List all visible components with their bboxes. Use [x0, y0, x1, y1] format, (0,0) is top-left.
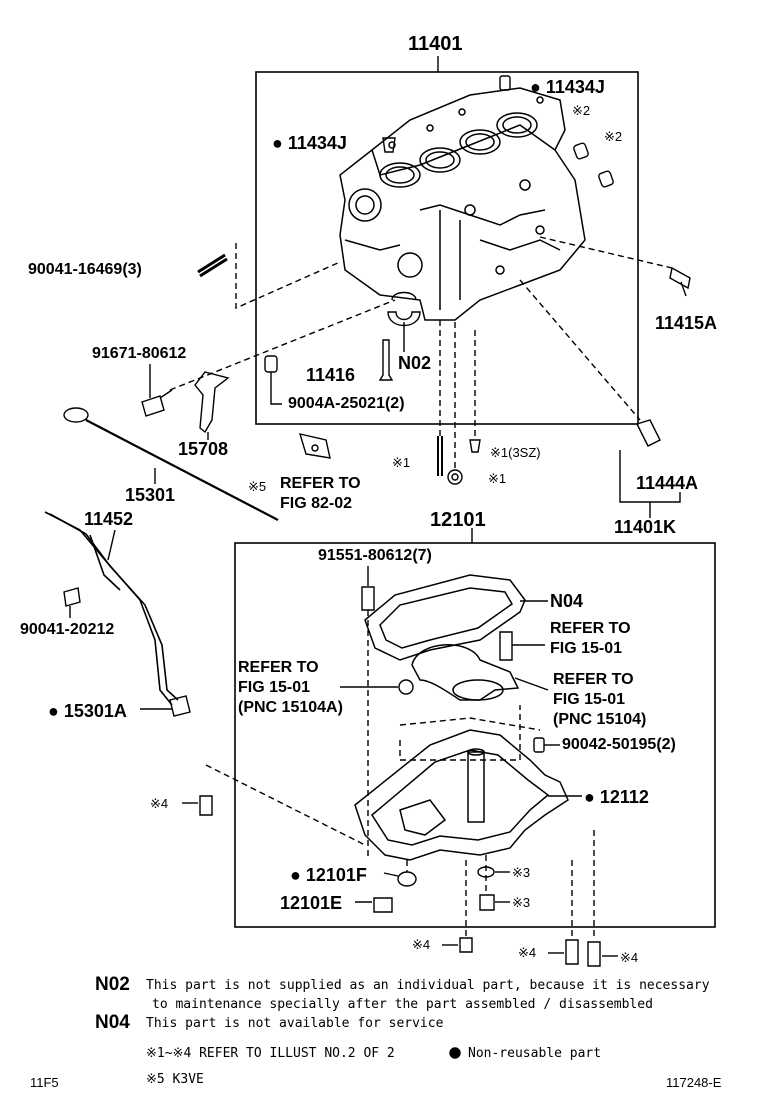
bolt-mark4-bottom: [459, 937, 473, 953]
footer-right-code: 117248-E: [666, 1075, 722, 1090]
label-refer-a-1: REFER TO: [550, 620, 631, 637]
non-reusable-bullet-icon: [449, 1047, 461, 1059]
plug-12101e: [373, 897, 393, 913]
label-bolt-91551: 91551-80612(7): [318, 547, 432, 564]
label-mark3-b: ※3: [512, 895, 531, 910]
footer-left-code: 11F5: [30, 1075, 59, 1090]
stud-mark1: [437, 436, 443, 476]
bolt-refer-a: [499, 631, 513, 661]
label-dipstick: 15301: [125, 485, 176, 505]
label-n02: N02: [398, 353, 432, 373]
sensor-part: [669, 266, 691, 290]
label-refer-b-2: FIG 15-01: [238, 679, 311, 696]
label-refer-82-2: FIG 82-02: [280, 495, 353, 512]
note-n02-code: N02: [95, 974, 130, 995]
bracket-82: [298, 433, 331, 459]
label-refer-c-1: REFER TO: [553, 671, 634, 688]
bolt-91551: [361, 586, 375, 611]
label-mark4-left: ※4: [150, 796, 169, 811]
label-bolt-91671: 91671-80612: [92, 345, 187, 362]
label-plug-top: ● 11434J: [530, 77, 605, 97]
oil-pan: [354, 729, 569, 861]
label-mark4-c: ※4: [518, 945, 537, 960]
label-stud: 90041-16469(3): [28, 261, 142, 278]
label-pin-9004a: 9004A-25021(2): [288, 395, 405, 412]
label-main-block: 11401: [408, 33, 463, 55]
oring-15301a: [169, 695, 191, 717]
label-gasket: ● 12112: [584, 787, 649, 807]
bearing-caps: [387, 311, 421, 327]
bolt-90041-20212: [63, 587, 81, 607]
label-drain-gasket: ● 12101F: [290, 865, 367, 885]
label-refer-c-2: FIG 15-01: [553, 691, 626, 708]
label-mark1-b: ※1: [488, 471, 507, 486]
label-mark4-d: ※4: [620, 950, 639, 965]
label-bolt-11416: 11416: [306, 365, 356, 385]
label-kit: 11401K: [614, 517, 677, 537]
pin-90042: [533, 737, 545, 753]
label-mark5: ※5: [248, 479, 267, 494]
stud-part: [197, 253, 228, 278]
note-n04-line1: This part is not available for service: [146, 1016, 444, 1031]
label-mark3-a: ※3: [512, 865, 531, 880]
label-mark2-a: ※2: [572, 103, 591, 118]
bolt-91671: [141, 389, 173, 417]
label-plug-left: ● 11434J: [272, 133, 347, 153]
label-bracket: 15708: [178, 439, 229, 459]
label-mark1-3sz: ※1(3SZ): [490, 445, 541, 460]
note-n02-line1: This part is not supplied as an individu…: [146, 978, 710, 993]
note-n02-line2: to maintenance specially after the part …: [152, 997, 653, 1012]
label-valve: 11444A: [636, 473, 699, 493]
dipstick-15301: [63, 407, 279, 521]
label-pin-90042: 90042-50195(2): [562, 736, 676, 753]
cylinder-block: [339, 87, 586, 321]
label-refer-b-3: (PNC 15104A): [238, 699, 343, 716]
gasket-12101f: [397, 871, 417, 887]
label-refer-82-1: REFER TO: [280, 475, 361, 492]
block-group-box: [255, 71, 639, 425]
bolt-11416: [378, 339, 394, 381]
bolt-mark4-d: [587, 941, 601, 967]
oring-refer-b: [398, 679, 414, 695]
valve-11444a: [636, 419, 661, 447]
oil-strainer: [411, 644, 520, 701]
label-n04: N04: [550, 591, 584, 611]
pan-group-box: [234, 542, 716, 928]
bolt-mark4-c: [565, 939, 579, 965]
label-mark4-bottom: ※4: [412, 937, 431, 952]
bolt-mark4-left: [199, 795, 213, 816]
label-refer-a-2: FIG 15-01: [550, 640, 623, 657]
note-non-reusable: Non-reusable part: [468, 1046, 602, 1061]
label-sensor: 11415A: [655, 313, 718, 333]
note-k3ve: ※5 K3VE: [146, 1072, 204, 1087]
label-pan-group: 12101: [430, 509, 486, 531]
plug-parts: [382, 75, 614, 188]
baffle-plate: [364, 574, 526, 661]
label-mark1-left: ※1: [392, 455, 411, 470]
label-drain-plug: 12101E: [280, 893, 343, 913]
note-n04-code: N04: [95, 1012, 130, 1033]
plug-mark3: [479, 894, 495, 911]
pin-9004a: [264, 355, 278, 373]
label-guide: 11452: [84, 509, 134, 529]
note-refer-illust: ※1~※4 REFER TO ILLUST NO.2 OF 2: [146, 1046, 395, 1061]
label-bolt-90041-20212: 90041-20212: [20, 621, 115, 638]
label-refer-c-3: (PNC 15104): [553, 711, 647, 728]
label-oring: ● 15301A: [48, 701, 127, 721]
guide-11452: [44, 511, 179, 706]
label-mark2-b: ※2: [604, 129, 623, 144]
bracket-15708: [194, 371, 230, 434]
label-refer-b-1: REFER TO: [238, 659, 319, 676]
